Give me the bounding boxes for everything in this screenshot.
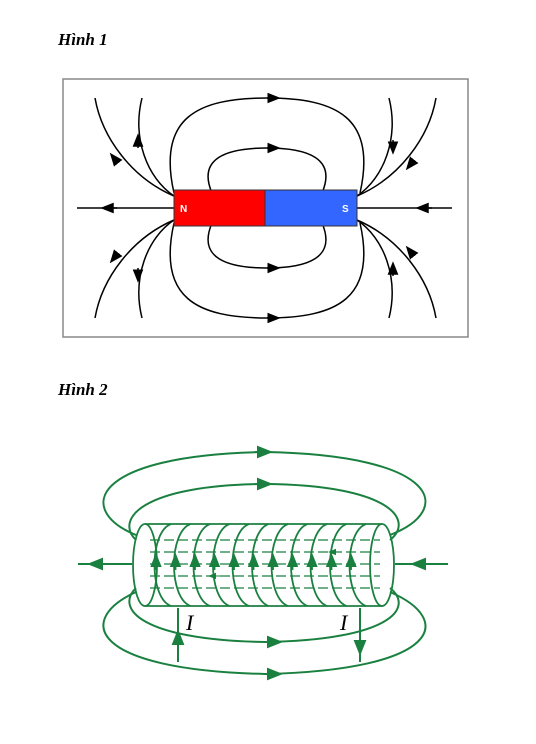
solenoid-inner-field-lines bbox=[150, 539, 380, 589]
field-line-right-3 bbox=[356, 219, 437, 319]
coil-turn bbox=[329, 523, 347, 607]
inner-field-arrows bbox=[208, 548, 340, 580]
solenoid-coil bbox=[132, 523, 395, 607]
coil-turn bbox=[212, 523, 230, 607]
south-pole bbox=[264, 189, 358, 227]
field-line-right-4 bbox=[356, 219, 393, 319]
field-line-bottom-inner bbox=[128, 587, 400, 644]
coil-turn bbox=[251, 523, 269, 607]
north-pole-label: N bbox=[180, 204, 187, 215]
current-label-left: I bbox=[185, 610, 195, 635]
coil-turn bbox=[231, 523, 250, 607]
coil-turn bbox=[290, 523, 308, 607]
figure-1-caption: Hình 1 bbox=[58, 30, 108, 49]
coil-turn bbox=[348, 523, 367, 607]
solenoid-outer-field-lines bbox=[78, 445, 448, 681]
coil-turns bbox=[150, 523, 367, 607]
field-line-right-1 bbox=[356, 97, 437, 197]
current-label-right: I bbox=[339, 610, 349, 635]
field-line-left-2 bbox=[138, 97, 175, 197]
field-line-right-2 bbox=[356, 97, 393, 197]
solenoid-field-diagram: I I bbox=[78, 445, 448, 681]
field-line-left-4 bbox=[138, 219, 175, 319]
field-line-top-outer bbox=[102, 450, 427, 536]
bar-magnet-field-diagram: N S bbox=[62, 78, 469, 338]
figure-2-caption: Hình 2 bbox=[58, 380, 108, 399]
coil-turn bbox=[192, 523, 211, 607]
current-leads bbox=[171, 608, 367, 662]
magnet-field-lines bbox=[77, 92, 452, 324]
north-pole bbox=[173, 189, 266, 227]
south-pole-label: S bbox=[342, 204, 349, 215]
coil-turn bbox=[309, 523, 328, 607]
coil-turn bbox=[270, 523, 289, 607]
coil-turn bbox=[173, 523, 191, 607]
